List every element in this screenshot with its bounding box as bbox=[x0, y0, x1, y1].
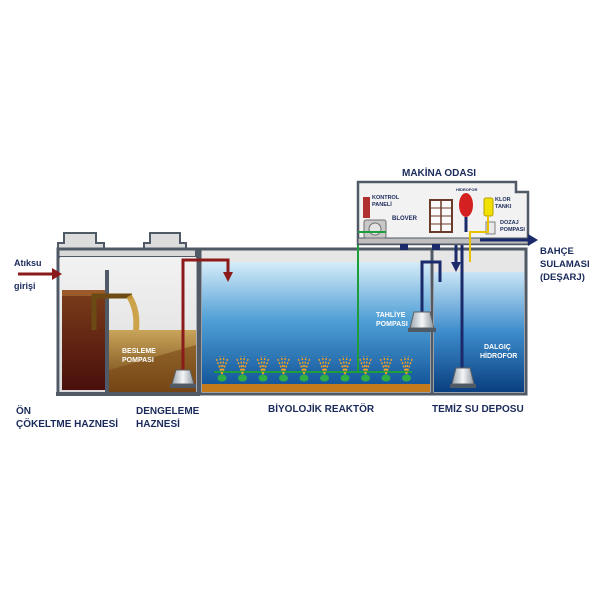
inlet-label-2: girişi bbox=[14, 281, 36, 291]
dosing-pump bbox=[485, 221, 496, 235]
dosing-pump-label-1: DOZAJ bbox=[500, 220, 519, 226]
air-diffuser bbox=[276, 355, 291, 382]
hydrophore-label: HİDROFOR bbox=[456, 187, 477, 192]
reactor-sludge-layer bbox=[202, 384, 430, 392]
pre-settling-label-1: ÖN bbox=[16, 404, 31, 417]
bio-reactor-label: BİYOLOJİK REAKTÖR bbox=[268, 402, 375, 415]
discharge-pump bbox=[408, 311, 436, 332]
feed-pump-label-1: BESLEME bbox=[122, 348, 156, 355]
air-diffuser bbox=[235, 355, 250, 382]
machine-room bbox=[356, 180, 538, 262]
submersible-label-1: DALGIÇ bbox=[484, 344, 511, 351]
air-diffuser bbox=[358, 355, 373, 382]
equalization-label-2: HAZNESİ bbox=[136, 417, 180, 430]
inlet-arrow bbox=[18, 268, 62, 280]
manhole-left bbox=[57, 232, 105, 250]
garden-label-1: BAHÇE bbox=[540, 246, 574, 257]
manhole-right bbox=[143, 232, 187, 250]
garden-label-2: SULAMASI bbox=[540, 259, 590, 270]
submersible-hydrophore-pump bbox=[450, 367, 476, 388]
blower-label: BLOVER bbox=[392, 216, 418, 222]
air-diffuser bbox=[379, 355, 393, 382]
air-diffuser bbox=[317, 355, 332, 382]
clean-water-label: TEMİZ SU DEPOSU bbox=[432, 402, 524, 415]
control-panel-label-1: KONTROL bbox=[372, 195, 400, 201]
dosing-pump-label-2: POMPASI bbox=[500, 227, 525, 233]
chlorine-tank-label-1: KLOR bbox=[495, 197, 511, 203]
feed-pump-label-2: POMPASI bbox=[122, 357, 154, 364]
machine-room-label: MAKİNA ODASI bbox=[402, 166, 476, 179]
chlorine-tank-label-2: TANKI bbox=[495, 204, 512, 210]
garden-label-3: (DEŞARJ) bbox=[540, 272, 585, 283]
air-diffuser bbox=[256, 355, 270, 382]
discharge-pump-label-2: POMPASI bbox=[376, 321, 408, 328]
air-diffuser bbox=[215, 355, 229, 382]
bio-reactor-tank bbox=[181, 244, 434, 396]
air-diffuser bbox=[338, 355, 352, 382]
air-diffuser bbox=[399, 355, 414, 382]
equalization-label-1: DENGELEME bbox=[136, 406, 200, 417]
chlorine-tank bbox=[483, 197, 494, 217]
air-diffusers bbox=[215, 355, 414, 382]
discharge-pump-label-1: TAHLİYE bbox=[376, 311, 406, 319]
hydrophore-tank bbox=[459, 193, 473, 217]
control-panel-label-2: PANELİ bbox=[372, 201, 392, 208]
air-diffuser bbox=[297, 355, 311, 382]
clean-water-tank bbox=[420, 232, 528, 396]
pre-settling-sludge bbox=[62, 290, 106, 390]
control-panel-box bbox=[363, 197, 370, 218]
inlet-label-1: Atıksu bbox=[14, 258, 42, 268]
feed-pump bbox=[170, 369, 196, 388]
submersible-label-2: HİDROFOR bbox=[480, 352, 517, 360]
pre-settling-label-2: ÇÖKELTME HAZNESİ bbox=[16, 417, 118, 430]
